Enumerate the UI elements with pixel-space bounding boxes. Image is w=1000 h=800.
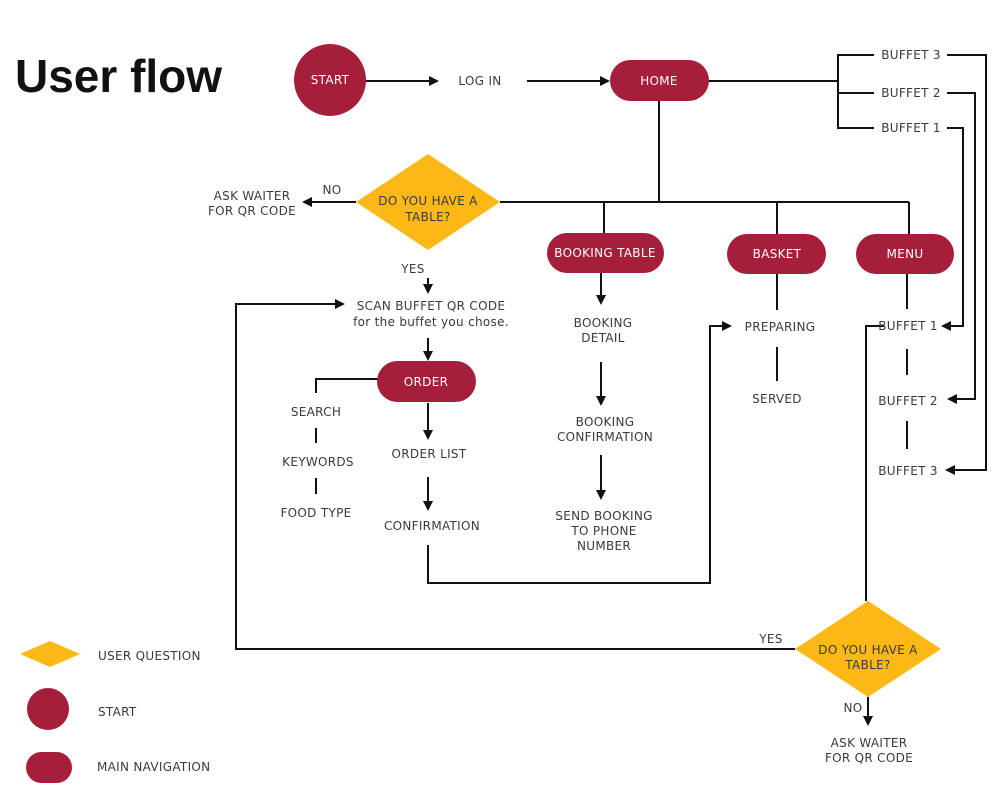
search-label: SEARCH <box>291 405 341 419</box>
edge-buffet2-to-menu <box>947 92 976 404</box>
preparing-label: PREPARING <box>745 320 816 334</box>
question1-diamond <box>356 154 500 250</box>
order-list-label: ORDER LIST <box>392 447 467 461</box>
home-pill <box>610 60 709 101</box>
no1-label: NO <box>322 183 341 197</box>
legend-main-nav-pill <box>26 752 72 783</box>
basket-label: BASKET <box>753 247 802 261</box>
menu-label: MENU <box>887 247 924 261</box>
edge-buffet1-to-menu <box>941 127 964 331</box>
question1-node: DO YOU HAVE A TABLE? <box>356 154 500 250</box>
start-circle <box>294 44 366 116</box>
confirmation-label: CONFIRMATION <box>384 519 480 533</box>
yes2-label: YES <box>758 632 782 646</box>
booking-detail-line1: BOOKING <box>574 316 633 330</box>
ask-waiter1-line2: FOR QR CODE <box>208 204 296 218</box>
menu-buffet2-label: BUFFET 2 <box>878 394 938 408</box>
edge-buffet-bracket <box>837 54 874 129</box>
edge-buffet3-to-menu <box>945 54 987 475</box>
served-label: SERVED <box>752 392 802 406</box>
legend-user-question-label: USER QUESTION <box>98 649 201 663</box>
ask-waiter2-line2: FOR QR CODE <box>825 751 913 765</box>
edge-confirm-preparing <box>427 321 732 584</box>
menu-buffet3-label: BUFFET 3 <box>878 464 938 478</box>
booking-confirmation-line2: CONFIRMATION <box>557 430 653 444</box>
basket-node: BASKET <box>727 234 826 274</box>
booking-detail-line2: DETAIL <box>581 331 624 345</box>
connectors <box>235 54 987 726</box>
legend-start-label: START <box>98 705 137 719</box>
question2-node: DO YOU HAVE A TABLE? <box>795 601 941 697</box>
food-type-label: FOOD TYPE <box>280 506 351 520</box>
keywords-label: KEYWORDS <box>282 455 354 469</box>
booking-table-label: BOOKING TABLE <box>554 246 655 260</box>
send-booking-line1: SEND BOOKING <box>555 509 652 523</box>
scan-line1: SCAN BUFFET QR CODE <box>357 299 506 313</box>
question2-line1: DO YOU HAVE A <box>818 643 918 657</box>
start-node: START <box>294 44 366 116</box>
menu-pill <box>856 234 954 274</box>
no2-label: NO <box>843 701 862 715</box>
login-label: LOG IN <box>458 74 501 88</box>
question2-line2: TABLE? <box>844 658 890 672</box>
legend: USER QUESTION START MAIN NAVIGATION <box>20 641 210 783</box>
legend-question-diamond <box>20 641 80 667</box>
basket-pill <box>727 234 826 274</box>
menu-buffet1-label: BUFFET 1 <box>878 319 938 333</box>
legend-main-navigation-label: MAIN NAVIGATION <box>97 760 210 774</box>
ask-waiter2-line1: ASK WAITER <box>831 736 908 750</box>
booking-table-pill <box>547 233 664 273</box>
yes1-label: YES <box>400 262 424 276</box>
send-booking-line2: TO PHONE <box>570 524 636 538</box>
ask-waiter1-line1: ASK WAITER <box>214 189 291 203</box>
menu-node: MENU <box>856 234 954 274</box>
buffet2-top-label: BUFFET 2 <box>881 86 941 100</box>
booking-confirmation-line1: BOOKING <box>576 415 635 429</box>
legend-start-circle <box>27 688 69 730</box>
scan-line2: for the buffet you chose. <box>353 315 509 329</box>
question2-diamond <box>795 601 941 697</box>
home-label: HOME <box>640 74 678 88</box>
edge-q2-yes-scan <box>235 299 795 650</box>
order-node: ORDER <box>377 361 476 402</box>
buffet3-top-label: BUFFET 3 <box>881 48 941 62</box>
edge-menu-question2 <box>865 325 884 601</box>
page-title: User flow <box>15 50 222 102</box>
question1-line2: TABLE? <box>404 210 450 224</box>
send-booking-line3: NUMBER <box>577 539 631 553</box>
home-node: HOME <box>610 60 709 101</box>
start-label: START <box>311 73 350 87</box>
edge-order-search <box>315 378 378 393</box>
order-label: ORDER <box>404 375 448 389</box>
order-pill <box>377 361 476 402</box>
question1-line1: DO YOU HAVE A <box>378 194 478 208</box>
booking-table-node: BOOKING TABLE <box>547 233 664 273</box>
buffet1-top-label: BUFFET 1 <box>881 121 941 135</box>
